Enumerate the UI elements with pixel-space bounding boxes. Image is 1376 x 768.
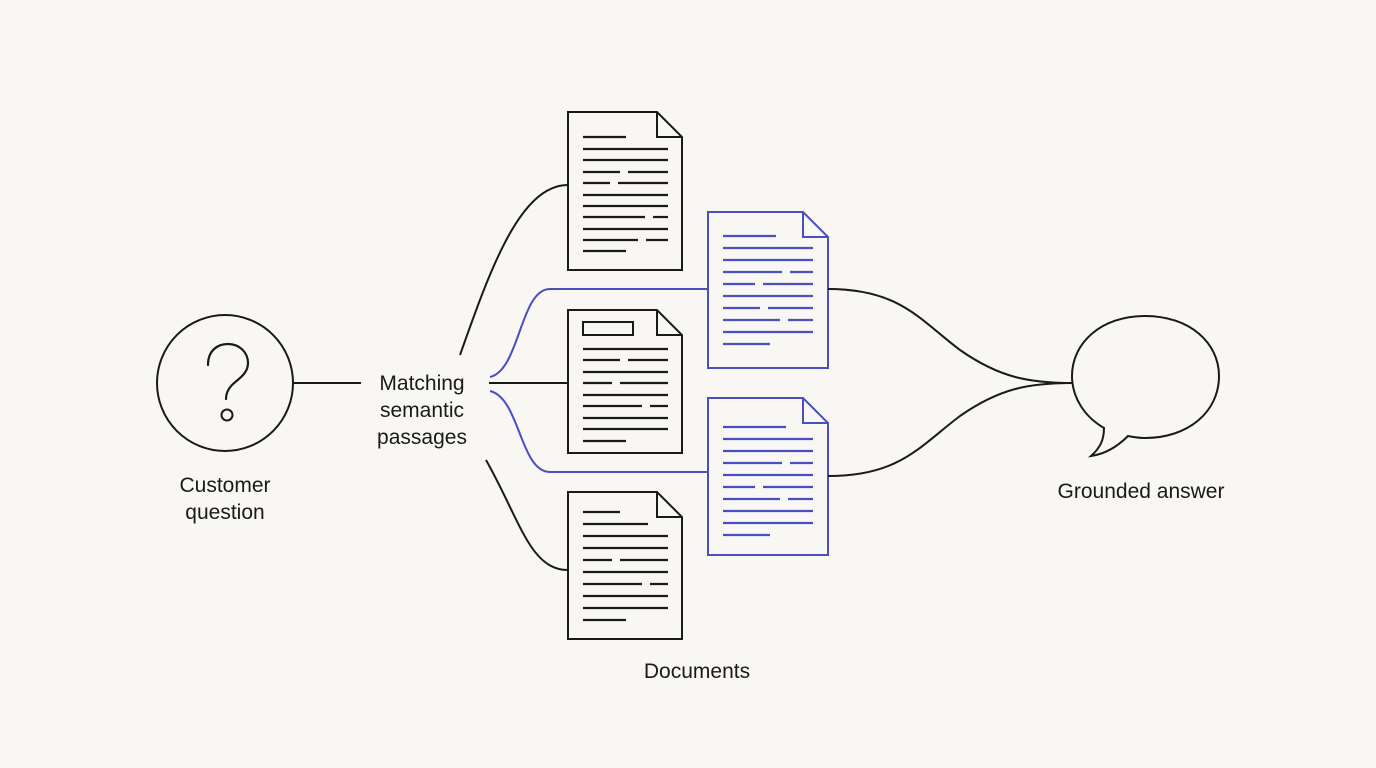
document-icon xyxy=(567,111,683,271)
connector-answer-1 xyxy=(827,288,1073,384)
connector-blue-doc-1 xyxy=(489,288,708,378)
document-icon xyxy=(707,397,829,556)
connector-doc-3 xyxy=(485,459,569,571)
documents-text: Documents xyxy=(643,660,751,683)
matching-line-2: semantic xyxy=(379,399,465,422)
connector-blue-doc-2 xyxy=(489,390,708,473)
question-mark-icon xyxy=(156,314,294,452)
customer-question-line-2: question xyxy=(185,501,265,524)
customer-question-line-1: Customer xyxy=(179,474,271,497)
connector-answer-2 xyxy=(827,382,1073,477)
connector-doc-1 xyxy=(459,184,569,356)
document-icon xyxy=(567,491,683,640)
grounded-answer-label: Grounded answer xyxy=(1036,478,1246,505)
matching-line-3: passages xyxy=(377,426,467,449)
grounded-answer-text: Grounded answer xyxy=(1057,480,1225,503)
document-icon xyxy=(567,309,683,454)
speech-bubble-icon xyxy=(1070,314,1221,458)
customer-question-label: Customer question xyxy=(150,472,300,526)
document-icon xyxy=(707,211,829,369)
matching-line-1: Matching xyxy=(379,372,465,395)
documents-label: Documents xyxy=(617,658,777,685)
matching-passages-label: Matching semantic passages xyxy=(352,370,492,451)
